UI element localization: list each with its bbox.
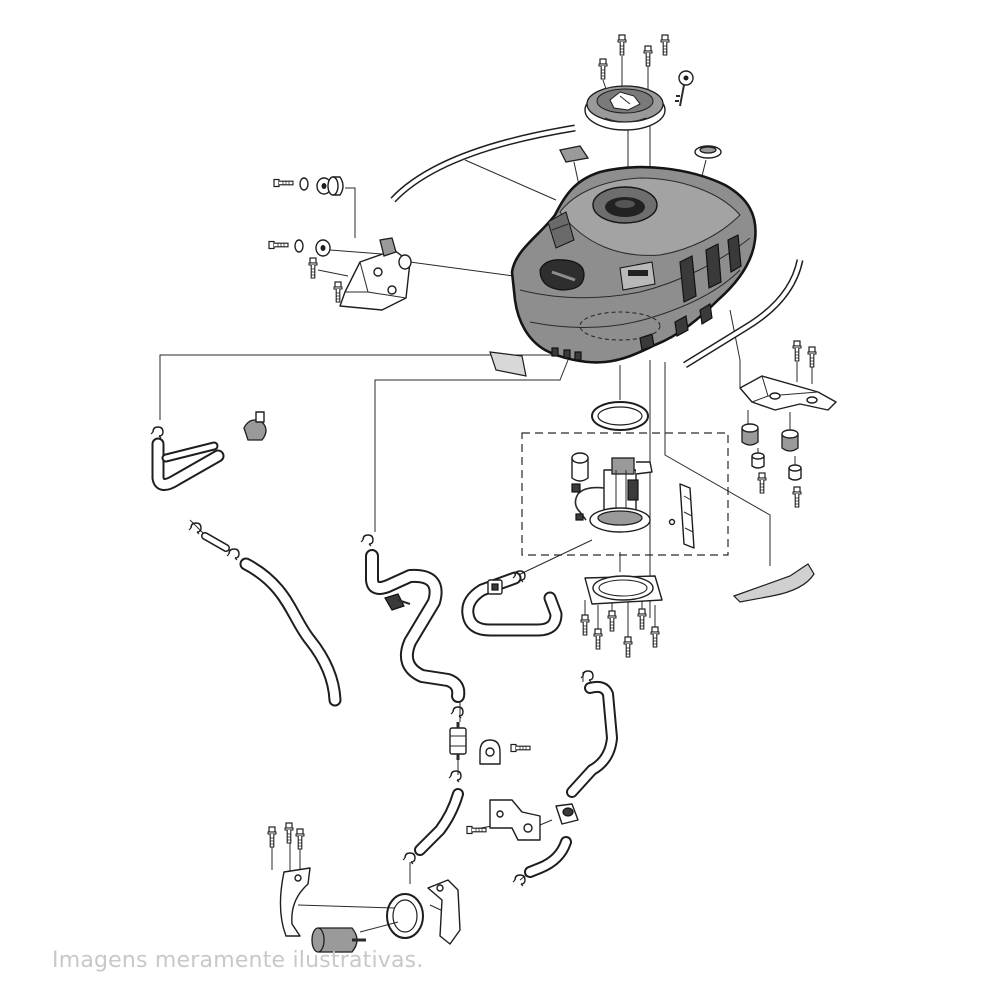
rear-spacer xyxy=(751,452,802,481)
front-mount-bracket xyxy=(339,237,412,311)
pump-retainer-plate xyxy=(584,575,663,605)
hose-connector xyxy=(555,803,579,825)
pump-body xyxy=(603,457,653,517)
pump-base-plate xyxy=(589,507,651,533)
rear-bolt xyxy=(792,486,802,508)
canister-bolt xyxy=(295,828,305,850)
fuel-cap xyxy=(584,85,666,131)
retainer-bolt xyxy=(650,626,660,648)
lower-heat-shield xyxy=(732,563,815,603)
ignition-key-icon xyxy=(675,70,694,107)
leader-line xyxy=(664,362,771,566)
vent-hose xyxy=(566,680,618,798)
leader-line xyxy=(409,261,515,277)
charcoal-canister xyxy=(311,927,366,953)
fuel-tank xyxy=(510,165,757,364)
return-hose xyxy=(461,571,563,637)
leader-line xyxy=(359,921,399,933)
leader-line xyxy=(329,249,383,255)
rubber-damper xyxy=(741,423,759,446)
rear-mount-bracket xyxy=(739,375,837,411)
hose-clamp xyxy=(487,579,503,595)
fuel-filter xyxy=(449,722,467,760)
washer xyxy=(299,177,309,191)
tank-center-plate xyxy=(619,261,656,291)
washer xyxy=(294,239,304,253)
clamp-bolt xyxy=(510,743,531,753)
front-mount-hardware xyxy=(268,176,344,303)
fuel-cap-assembly xyxy=(584,34,694,131)
leader-line xyxy=(374,359,569,532)
rubber-damper xyxy=(781,429,799,452)
disclaimer-caption: Imagens meramente ilustrativas. xyxy=(52,948,424,973)
tank-side-vents xyxy=(639,234,742,351)
leader-line xyxy=(271,842,301,872)
rubber-bushing xyxy=(327,176,344,196)
filter-bracket xyxy=(489,799,541,841)
hose-connector xyxy=(201,532,230,552)
retainer-bolt xyxy=(637,608,647,630)
cap-bolt xyxy=(643,45,653,67)
bracket-bolt xyxy=(308,257,318,279)
drain-hose xyxy=(239,557,342,707)
retainer-bolt xyxy=(580,614,590,636)
rubber-bushing xyxy=(316,177,332,195)
cap-bolt xyxy=(660,34,670,56)
retainer-bolt xyxy=(623,636,633,658)
leader-line xyxy=(345,187,356,238)
filler-opening xyxy=(592,186,658,224)
leader-line xyxy=(464,159,557,201)
mount-bolt xyxy=(273,178,294,188)
rear-bracket-bolt xyxy=(792,340,802,362)
fuel-hose xyxy=(365,549,466,703)
cap-bolt xyxy=(598,58,608,80)
tank-pad xyxy=(559,145,590,163)
hose-holder xyxy=(384,593,411,611)
rubber-trim-strip-right xyxy=(683,259,804,368)
fuel-pump-group-box xyxy=(521,432,729,556)
breather-hose-joint xyxy=(151,437,225,491)
tank-front-bracket xyxy=(547,211,575,249)
retainer-bolt xyxy=(593,628,603,650)
rear-bolt xyxy=(757,472,767,494)
canister-mount-plate xyxy=(427,879,461,945)
retainer-bolt xyxy=(607,610,617,632)
hose-clip xyxy=(360,534,374,547)
vent-hose-lower xyxy=(524,836,572,878)
filter-clamp xyxy=(479,739,501,765)
wiring-harness xyxy=(571,483,605,521)
grommet xyxy=(694,145,722,159)
rear-bracket-bolt xyxy=(807,346,817,368)
leader-line xyxy=(317,269,349,277)
leader-line xyxy=(297,904,396,909)
tank-outlet-nipples xyxy=(551,347,582,361)
canister-bolt xyxy=(284,822,294,844)
hose-clip xyxy=(402,852,416,865)
fuel-level-sender xyxy=(668,483,695,549)
filter-outlet-hose xyxy=(414,788,464,856)
fuel-strainer xyxy=(571,452,589,482)
hose-clip xyxy=(450,706,464,719)
canister-bolt xyxy=(267,826,277,848)
bracket-bolt xyxy=(333,281,343,303)
pump-opening xyxy=(579,311,661,341)
mount-bolt xyxy=(268,240,289,250)
leader-line xyxy=(584,600,656,640)
hose-clip xyxy=(512,874,526,887)
pump-gasket-ring xyxy=(591,401,649,431)
hose-clip xyxy=(448,770,462,783)
fuel-pump-assembly xyxy=(571,452,695,549)
rubber-trim-strip-left xyxy=(390,124,576,203)
cap-bolt xyxy=(617,34,627,56)
tank-side-recess xyxy=(539,259,585,291)
hose-clamp xyxy=(243,411,267,441)
hose-clip xyxy=(150,426,164,439)
leader-line xyxy=(729,309,741,388)
canister-band xyxy=(386,893,424,939)
leader-line xyxy=(511,539,593,579)
rubber-bushing xyxy=(315,239,331,257)
canister-bracket xyxy=(279,867,311,937)
side-heat-shield xyxy=(489,351,527,377)
